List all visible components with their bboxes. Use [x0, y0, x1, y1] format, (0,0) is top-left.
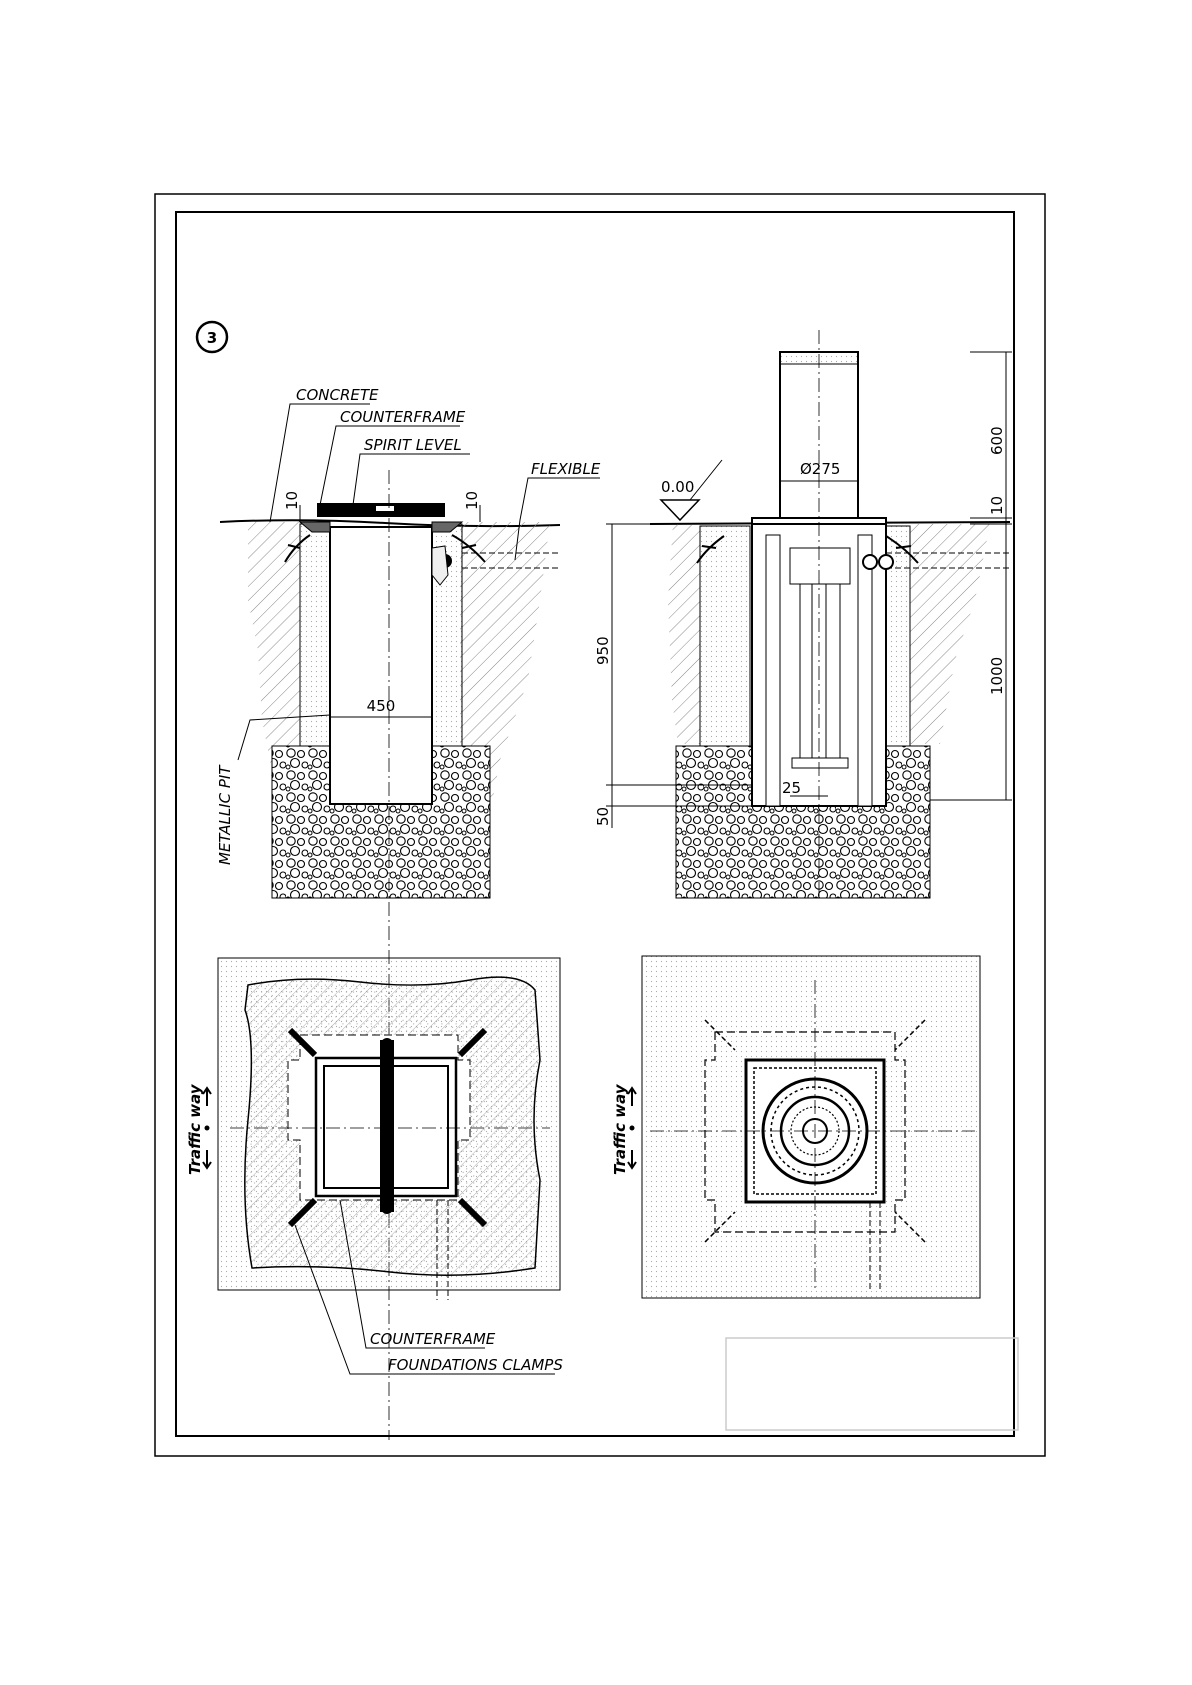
level-mark-label: 0.00 — [661, 478, 694, 496]
dim-height-1000: 1000 — [988, 657, 1006, 695]
dim-left-10-b: 10 — [463, 491, 481, 510]
label-flexible: FLEXIBLE — [531, 460, 601, 478]
spirit-level-plan — [380, 1040, 394, 1212]
label-traffic-way-left: Traffic way — [186, 1083, 204, 1175]
label-traffic-way-right: Traffic way — [611, 1083, 629, 1175]
dim-offset-25: 25 — [782, 779, 801, 797]
right-plan-view: Traffic way — [611, 956, 980, 1298]
label-foundations-clamps: FOUNDATIONS CLAMPS — [388, 1356, 563, 1374]
label-counterframe-bottom: COUNTERFRAME — [370, 1330, 496, 1348]
label-counterframe-top: COUNTERFRAME — [340, 408, 466, 426]
dim-height-600: 600 — [988, 426, 1006, 455]
dim-left-10-a: 10 — [283, 491, 301, 510]
left-plan-view: Traffic way — [186, 958, 560, 1300]
dim-height-10: 10 — [988, 496, 1006, 515]
dim-depth-950: 950 — [594, 636, 612, 665]
dim-pit-width: 450 — [367, 697, 396, 715]
dim-depth-50: 50 — [594, 807, 612, 826]
step-number: 3 — [207, 329, 217, 347]
title-block — [726, 1338, 1018, 1430]
label-spirit-level: SPIRIT LEVEL — [364, 436, 462, 454]
right-section-view: 0.00 Ø275 25 600 10 1000 950 50 — [594, 330, 1012, 900]
label-metallic-pit: METALLIC PIT — [216, 764, 234, 865]
metallic-pit-left — [330, 527, 432, 804]
dim-diameter: Ø275 — [800, 460, 840, 478]
step-number-badge: 3 — [197, 322, 227, 352]
label-concrete: CONCRETE — [296, 386, 379, 404]
